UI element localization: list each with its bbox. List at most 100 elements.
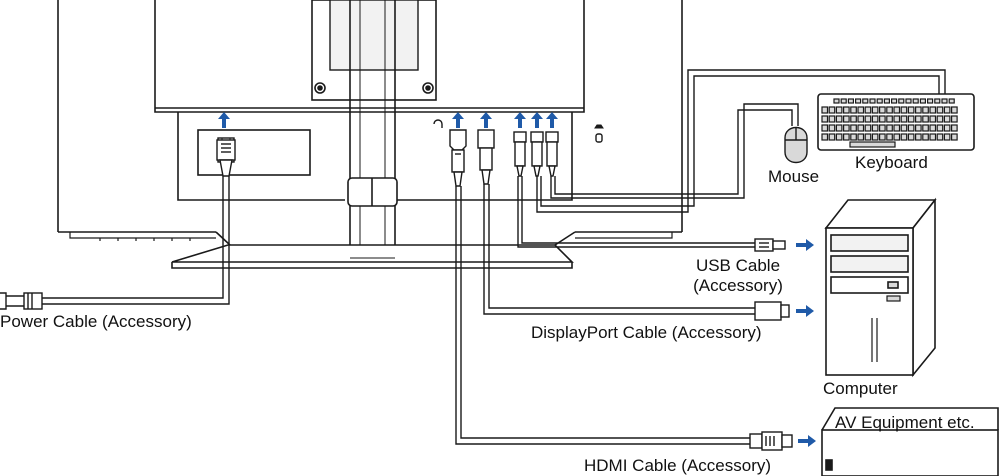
keyboard-key — [936, 106, 944, 114]
keyboard-key — [878, 115, 886, 123]
keyboard-key — [929, 124, 937, 132]
keyboard-key — [922, 124, 929, 132]
keyboard-key — [936, 115, 944, 123]
keyboard-key — [847, 98, 855, 104]
keyboard-key — [821, 133, 829, 141]
keyboard-key — [948, 98, 955, 104]
keyboard-key — [950, 124, 958, 132]
keyboard-key — [893, 124, 901, 132]
keyboard-key — [929, 133, 937, 141]
keyboard-key — [862, 98, 869, 104]
keyboard-key — [871, 124, 879, 132]
keyboard-key — [926, 98, 934, 104]
keyboard-key — [883, 98, 891, 104]
keyboard-key — [842, 106, 850, 114]
keyboard-key — [854, 98, 862, 104]
keyboard-key — [857, 106, 865, 114]
keyboard-key — [869, 98, 876, 104]
usb-cable-label: USB Cable (Accessory) — [680, 256, 796, 296]
keyboard-key — [842, 115, 850, 123]
keyboard-key — [943, 106, 951, 114]
keyboard-key — [941, 98, 948, 104]
keyboard-key — [878, 106, 886, 114]
keyboard-key — [850, 133, 857, 141]
keyboard-key — [864, 115, 872, 123]
keyboard-key — [922, 106, 929, 114]
keyboard-key — [919, 98, 927, 104]
keyboard-key — [900, 124, 908, 132]
keyboard-key — [943, 115, 951, 123]
keyboard-key — [907, 124, 915, 132]
keyboard-key — [835, 133, 843, 141]
keyboard-key — [871, 106, 879, 114]
computer-illustration — [824, 197, 937, 378]
keyboard-key — [898, 98, 905, 104]
mouse-label: Mouse — [768, 167, 820, 186]
port-arrows — [218, 112, 558, 128]
keyboard-key — [893, 106, 901, 114]
keyboard-key — [828, 106, 836, 114]
keyboard-key — [833, 98, 840, 104]
keyboard-key — [950, 115, 958, 123]
keyboard-key — [857, 133, 865, 141]
keyboard-key — [864, 124, 872, 132]
monitor — [57, 0, 683, 269]
keyboard-key — [821, 124, 829, 132]
keyboard-key — [857, 124, 865, 132]
keyboard-illustration — [817, 93, 975, 151]
keyboard-key — [878, 133, 886, 141]
keyboard-key — [828, 124, 836, 132]
keyboard-key — [835, 124, 843, 132]
keyboard-key — [912, 98, 919, 104]
keyboard-key — [850, 124, 857, 132]
keyboard-key — [886, 133, 893, 141]
keyboard-key — [890, 98, 898, 104]
keyboard-key — [850, 115, 857, 123]
keyboard-key — [907, 106, 915, 114]
keyboard-key — [876, 98, 883, 104]
keyboard-key — [871, 115, 879, 123]
power-cable-label: Power Cable (Accessory) — [0, 312, 192, 331]
keyboard-key — [886, 106, 893, 114]
keyboard-key — [886, 124, 893, 132]
keyboard-key — [905, 98, 912, 104]
displayport-cable-label: DisplayPort Cable (Accessory) — [531, 323, 762, 342]
keyboard-key — [900, 115, 908, 123]
keyboard-key — [835, 115, 843, 123]
keyboard-key — [835, 106, 843, 114]
keyboard-key — [914, 133, 922, 141]
keyboard-key — [950, 133, 958, 141]
keyboard-key — [828, 133, 836, 141]
keyboard-key — [857, 115, 865, 123]
usb-cable-label-line2: (Accessory) — [693, 276, 783, 295]
keyboard-key — [828, 115, 836, 123]
keyboard-key — [914, 115, 922, 123]
keyboard-key — [907, 133, 915, 141]
device-arrows — [796, 239, 816, 447]
keyboard-key — [893, 115, 901, 123]
mouse-illustration — [784, 126, 808, 164]
keyboard-key — [864, 133, 872, 141]
keyboard-key — [821, 115, 829, 123]
av-equipment-label: AV Equipment etc. — [835, 413, 975, 432]
usb-cable-label-line1: USB Cable — [695, 256, 781, 275]
keyboard-key — [871, 133, 879, 141]
keyboard-key — [936, 124, 944, 132]
keyboard-key — [850, 106, 857, 114]
av-equipment-illustration — [821, 407, 999, 476]
keyboard-key — [914, 106, 922, 114]
keyboard-key — [886, 115, 893, 123]
keyboard-key — [907, 115, 915, 123]
keyboard-key — [929, 106, 937, 114]
keyboard-key — [934, 98, 941, 104]
keyboard-key — [840, 98, 847, 104]
keyboard-key — [842, 133, 850, 141]
keyboard-key — [922, 133, 929, 141]
cable-connectors — [749, 238, 793, 451]
computer-label: Computer — [823, 379, 898, 398]
keyboard-key — [914, 124, 922, 132]
keyboard-key — [922, 115, 929, 123]
keyboard-key — [936, 133, 944, 141]
keyboard-key — [842, 124, 850, 132]
